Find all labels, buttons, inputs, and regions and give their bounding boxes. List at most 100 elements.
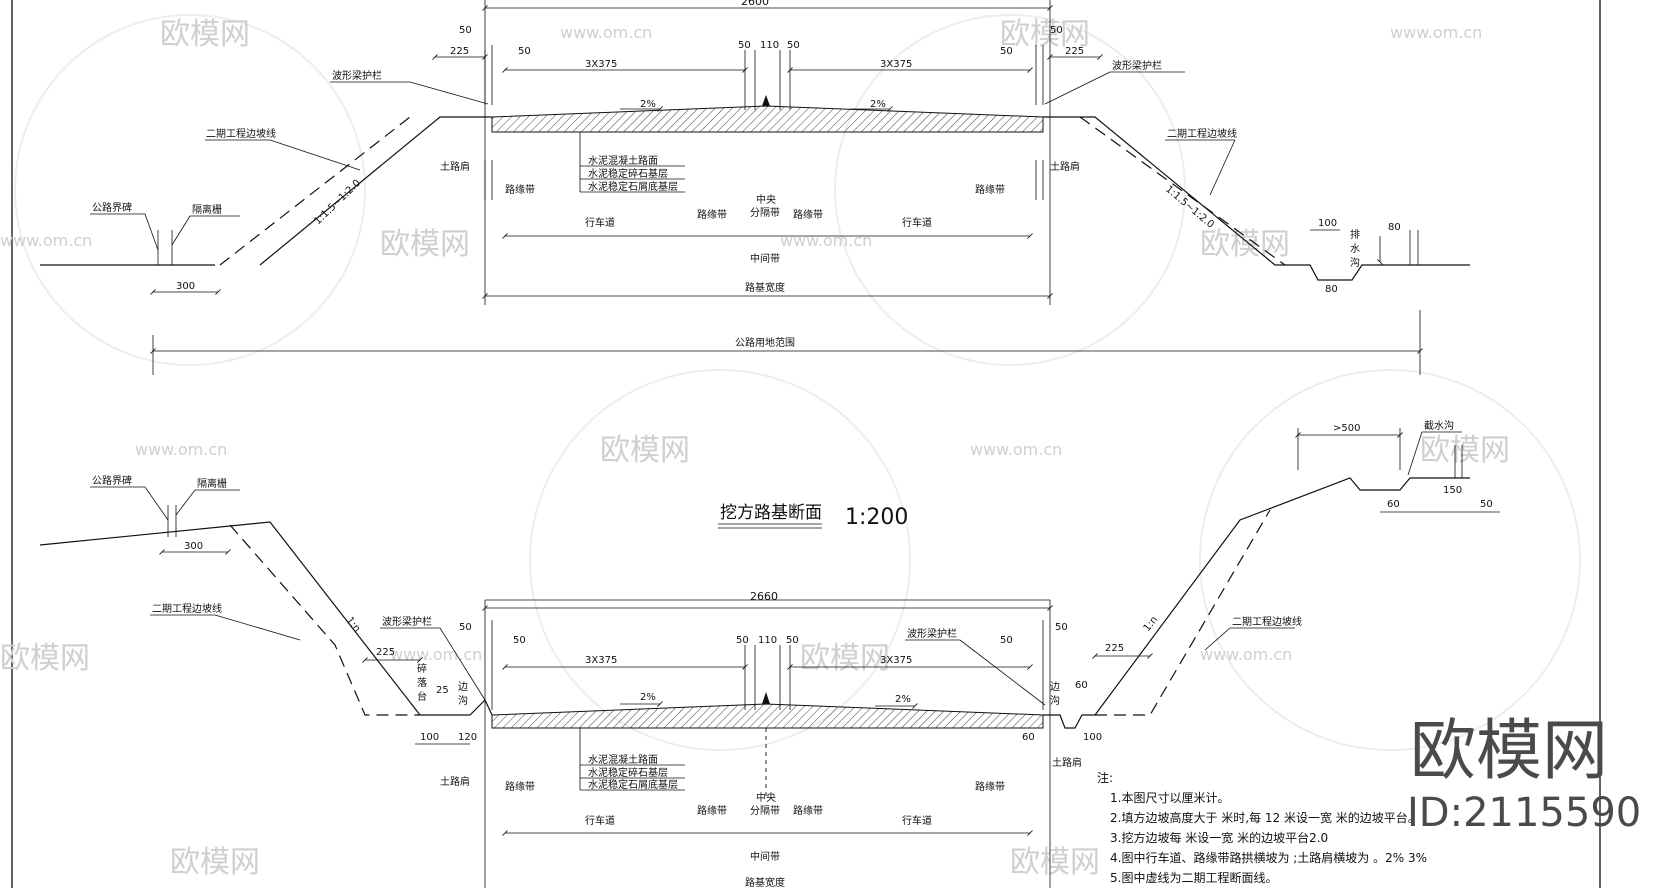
watermark-brand: 欧模网 <box>1000 17 1090 52</box>
top-edge-strip-left: 路缘带 <box>505 183 535 196</box>
top-carriageway-right: 行车道 <box>902 216 932 229</box>
bottom-dim-60-right: 60 <box>1075 680 1088 691</box>
drawing-frame <box>11 0 1601 888</box>
bottom-edge-strip-right: 路缘带 <box>975 780 1005 793</box>
bottom-dim-50-left-inner: 50 <box>513 635 526 646</box>
bottom-dim-225-left: 225 <box>376 647 395 658</box>
top-drain-3: 沟 <box>1350 256 1360 269</box>
bottom-subgrade-width: 路基宽度 <box>745 876 785 888</box>
top-lanes-left: 3X375 <box>585 59 617 70</box>
top-edge-strip-right: 路缘带 <box>975 183 1005 196</box>
bottom-phase2-left: 二期工程边坡线 <box>152 602 222 615</box>
watermark-brand-large: 欧模网 <box>1410 712 1608 789</box>
watermark-id: ID:2115590 <box>1407 790 1641 836</box>
top-boundary-ditch: 公路界碑 <box>92 201 132 214</box>
bottom-side-ditch-1-left: 边 <box>458 681 468 693</box>
bottom-platform-3: 台 <box>417 690 427 703</box>
top-dim-110: 110 <box>760 40 779 51</box>
bottom-guardrail-left: 波形梁护栏 <box>382 615 432 628</box>
top-guardrail-right: 波形梁护栏 <box>1112 59 1162 72</box>
top-dim-80-a: 80 <box>1388 222 1401 233</box>
top-middle-strip: 中间带 <box>750 252 780 265</box>
top-dim-225-right: 225 <box>1065 46 1084 57</box>
top-pavement-hatch <box>491 105 1044 133</box>
watermark-brand: 欧模网 <box>170 845 260 880</box>
note-2: 2.填方边坡高度大于 米时,每 12 米设一宽 米的边坡平台。 <box>1110 810 1420 825</box>
top-phase2-right: 二期工程边坡线 <box>1167 127 1237 140</box>
watermark-url: www.om.cn <box>0 231 92 250</box>
bottom-edge-strip-mid-left: 路缘带 <box>697 804 727 817</box>
bottom-dim-120: 120 <box>458 732 477 743</box>
watermark-brand: 欧模网 <box>380 227 470 262</box>
bottom-edge-strip-left: 路缘带 <box>505 780 535 793</box>
note-3: 3.挖方边坡每 米设一宽 米的边坡平台2.0 <box>1110 830 1328 845</box>
top-soil-shoulder-left: 土路肩 <box>440 160 470 173</box>
top-drain-1: 排 <box>1350 228 1360 241</box>
watermark-url: www.om.cn <box>1200 645 1292 664</box>
bottom-carriageway-left: 行车道 <box>585 814 615 827</box>
top-carriageway-left: 行车道 <box>585 216 615 229</box>
top-dim-100: 100 <box>1318 218 1337 229</box>
bottom-slope-ratio-left: 1:n <box>344 615 363 634</box>
bottom-side-ditch-2-left: 沟 <box>458 694 468 707</box>
bottom-platform-1: 碎 <box>417 662 427 675</box>
bottom-dim-50-ditch: 50 <box>1480 499 1493 510</box>
bottom-dim-60-lower: 60 <box>1022 732 1035 743</box>
watermark-url: www.om.cn <box>390 645 482 664</box>
watermark-brand: 欧模网 <box>0 641 90 676</box>
fill-section: 2600 50 225 50 50 225 50 3X375 3X375 50 … <box>40 0 1470 375</box>
top-median-top: 中央 <box>756 193 776 206</box>
bottom-dim-60-top: 60 <box>1387 499 1400 510</box>
note-4: 4.图中行车道、路缘带路拱横坡为 ;土路肩横坡为 。2% 3% <box>1110 850 1427 865</box>
bottom-soil-shoulder-left: 土路肩 <box>440 775 470 788</box>
watermark-brand: 欧模网 <box>160 17 250 52</box>
bottom-pavement-hatch <box>491 703 1044 729</box>
notes-block: 注: 1.本图尺寸以厘米计。 2.填方边坡高度大于 米时,每 12 米设一宽 米… <box>1097 770 1427 885</box>
watermark-ring <box>14 14 1581 751</box>
bottom-dim-100-left: 100 <box>420 732 439 743</box>
bottom-pave-layer-2: 水泥稳定碎石基层 <box>588 766 668 779</box>
note-5: 5.图中虚线为二期工程断面线。 <box>1110 870 1277 885</box>
watermark-brand: 欧模网 <box>800 641 890 676</box>
top-dim-50-right: 50 <box>1050 25 1063 36</box>
bottom-dim-50-right: 50 <box>1055 622 1068 633</box>
top-lanes-right: 3X375 <box>880 59 912 70</box>
top-dim-50-right-inner: 50 <box>1000 46 1013 57</box>
bottom-guardrail-right: 波形梁护栏 <box>907 627 957 640</box>
top-subgrade-width: 路基宽度 <box>745 281 785 294</box>
bottom-dim-150: 150 <box>1443 485 1462 496</box>
bottom-pave-layer-1: 水泥混凝土路面 <box>588 753 658 766</box>
bottom-total-width: 2660 <box>750 590 778 603</box>
bottom-dim-50-right-inner: 50 <box>1000 635 1013 646</box>
bottom-dim-50-left: 50 <box>459 622 472 633</box>
watermark-layer: 欧模网 欧模网 欧模网 欧模网 欧模网 欧模网 欧模网 欧模网 欧模网 欧模网 … <box>0 14 1581 880</box>
top-dim-50-mid-right: 50 <box>787 40 800 51</box>
watermark-url: www.om.cn <box>970 440 1062 459</box>
notes-heading: 注: <box>1097 770 1113 785</box>
bottom-side-ditch-2-right: 沟 <box>1050 694 1060 707</box>
top-guardrail-left: 波形梁护栏 <box>332 69 382 82</box>
cut-section: 挖方路基断面 1:200 2660 50 50 50 50 3X375 3X37… <box>39 419 1500 889</box>
bottom-grade-right: 2% <box>895 694 911 705</box>
bottom-dim-225-right: 225 <box>1105 643 1124 654</box>
top-pave-layer-2: 水泥稳定碎石基层 <box>588 167 668 180</box>
bottom-pave-layer-3: 水泥稳定石屑底基层 <box>588 778 678 791</box>
top-dim-225-left: 225 <box>450 46 469 57</box>
bottom-boundary-ditch: 公路界碑 <box>92 474 132 487</box>
bottom-dim-50-mid-left: 50 <box>736 635 749 646</box>
top-median-bottom: 分隔带 <box>750 207 780 219</box>
top-phase2-left: 二期工程边坡线 <box>206 127 276 140</box>
watermark-url: www.om.cn <box>560 23 652 42</box>
watermark-url: www.om.cn <box>1390 23 1482 42</box>
watermark-brand: 欧模网 <box>1200 227 1290 262</box>
top-edge-strip-mid-left: 路缘带 <box>697 208 727 221</box>
bottom-median-top: 中央 <box>756 791 776 804</box>
top-isolation-fence: 隔离栅 <box>192 203 222 216</box>
top-soil-shoulder-right: 土路肩 <box>1050 160 1080 173</box>
bottom-dim-25: 25 <box>436 685 449 696</box>
top-grade-right: 2% <box>870 99 886 110</box>
watermark-brand: 欧模网 <box>600 433 690 468</box>
top-land-range: 公路用地范围 <box>735 336 795 349</box>
watermark-url: www.om.cn <box>780 231 872 250</box>
